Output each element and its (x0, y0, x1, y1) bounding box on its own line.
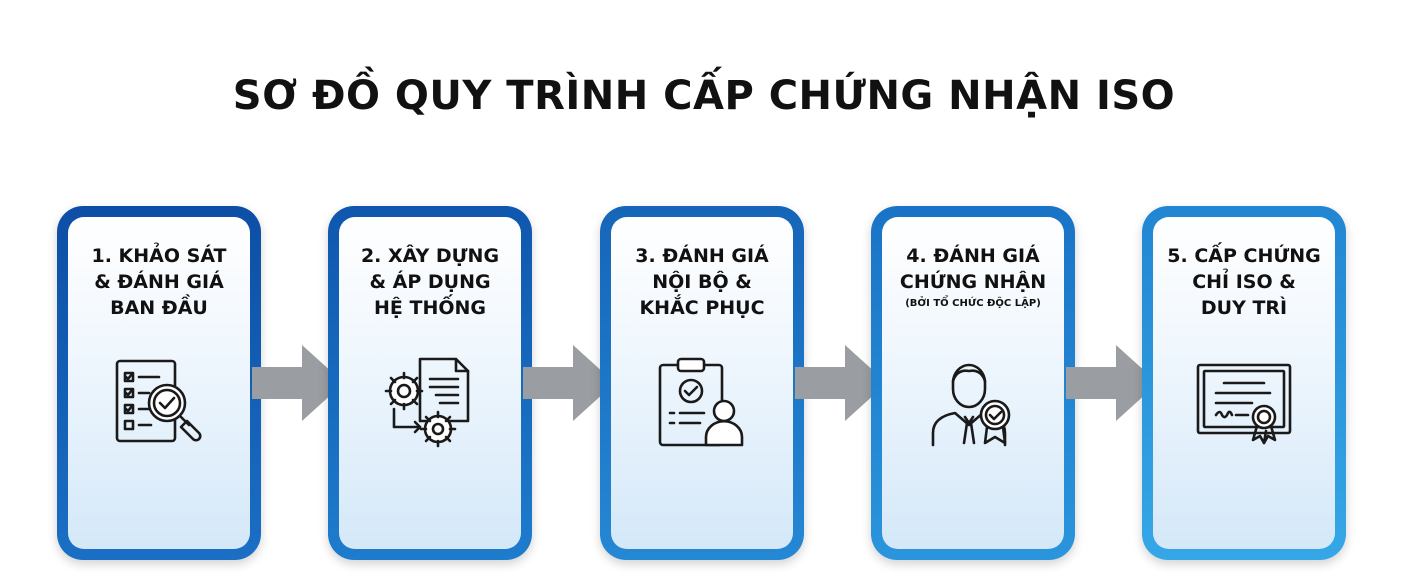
step-label-1: 1. KHẢO SÁT & ĐÁNH GIÁ BAN ĐẦU (68, 243, 250, 321)
step-4-note: (BỞI TỔ CHỨC ĐỘC LẬP) (905, 298, 1041, 309)
step-card-2: 2. XÂY DỰNG & ÁP DỤNG HỆ THỐNG (328, 206, 532, 560)
certificate-icon (1194, 355, 1294, 451)
step-1-line-2: & ĐÁNH GIÁ (94, 271, 224, 293)
step-panel-2: 2. XÂY DỰNG & ÁP DỤNG HỆ THỐNG (339, 217, 521, 549)
step-1-line-1: 1. KHẢO SÁT (91, 245, 227, 267)
step-panel-5: 5. CẤP CHỨNG CHỈ ISO & DUY TRÌ (1153, 217, 1335, 549)
flow-arrow-1 (252, 345, 344, 421)
step-4-line-2: CHỨNG NHẬN (899, 271, 1047, 293)
step-card-3: 3. ĐÁNH GIÁ NỘI BỘ & KHẮC PHỤC (600, 206, 804, 560)
step-3-line-2: NỘI BỘ & (652, 271, 752, 293)
step-panel-3: 3. ĐÁNH GIÁ NỘI BỘ & KHẮC PHỤC (611, 217, 793, 549)
step-card-4: 4. ĐÁNH GIÁ CHỨNG NHẬN (BỞI TỔ CHỨC ĐỘC … (871, 206, 1075, 560)
page-title: SƠ ĐỒ QUY TRÌNH CẤP CHỨNG NHẬN ISO (232, 73, 1176, 119)
step-2-line-1: 2. XÂY DỰNG (360, 245, 500, 267)
step-2-line-2: & ÁP DỤNG (369, 271, 491, 293)
certifier-badge-icon (923, 355, 1023, 451)
step-2-line-3: HỆ THỐNG (373, 297, 486, 319)
step-label-2: 2. XÂY DỰNG & ÁP DỤNG HỆ THỐNG (339, 243, 521, 321)
step-1-line-3: BAN ĐẦU (110, 297, 208, 319)
step-panel-4: 4. ĐÁNH GIÁ CHỨNG NHẬN (BỞI TỔ CHỨC ĐỘC … (882, 217, 1064, 549)
clipboard-auditor-icon (652, 355, 752, 451)
step-card-1: 1. KHẢO SÁT & ĐÁNH GIÁ BAN ĐẦU (57, 206, 261, 560)
flow-arrow-4 (1066, 345, 1158, 421)
flow-arrow-3 (795, 345, 887, 421)
step-4-line-1: 4. ĐÁNH GIÁ (906, 245, 1040, 267)
step-panel-1: 1. KHẢO SÁT & ĐÁNH GIÁ BAN ĐẦU (68, 217, 250, 549)
step-5-line-1: 5. CẤP CHỨNG (1167, 245, 1321, 267)
gears-document-icon (380, 355, 480, 451)
step-3-line-3: KHẮC PHỤC (639, 297, 765, 319)
step-label-4: 4. ĐÁNH GIÁ CHỨNG NHẬN (BỞI TỔ CHỨC ĐỘC … (882, 243, 1064, 313)
step-card-5: 5. CẤP CHỨNG CHỈ ISO & DUY TRÌ (1142, 206, 1346, 560)
step-5-line-2: CHỈ ISO & (1192, 271, 1296, 293)
step-label-5: 5. CẤP CHỨNG CHỈ ISO & DUY TRÌ (1153, 243, 1335, 321)
step-5-line-3: DUY TRÌ (1200, 297, 1288, 319)
flow-arrow-2 (523, 345, 615, 421)
step-label-3: 3. ĐÁNH GIÁ NỘI BỘ & KHẮC PHỤC (611, 243, 793, 321)
checklist-magnifier-icon (109, 355, 209, 451)
step-3-line-1: 3. ĐÁNH GIÁ (635, 245, 769, 267)
